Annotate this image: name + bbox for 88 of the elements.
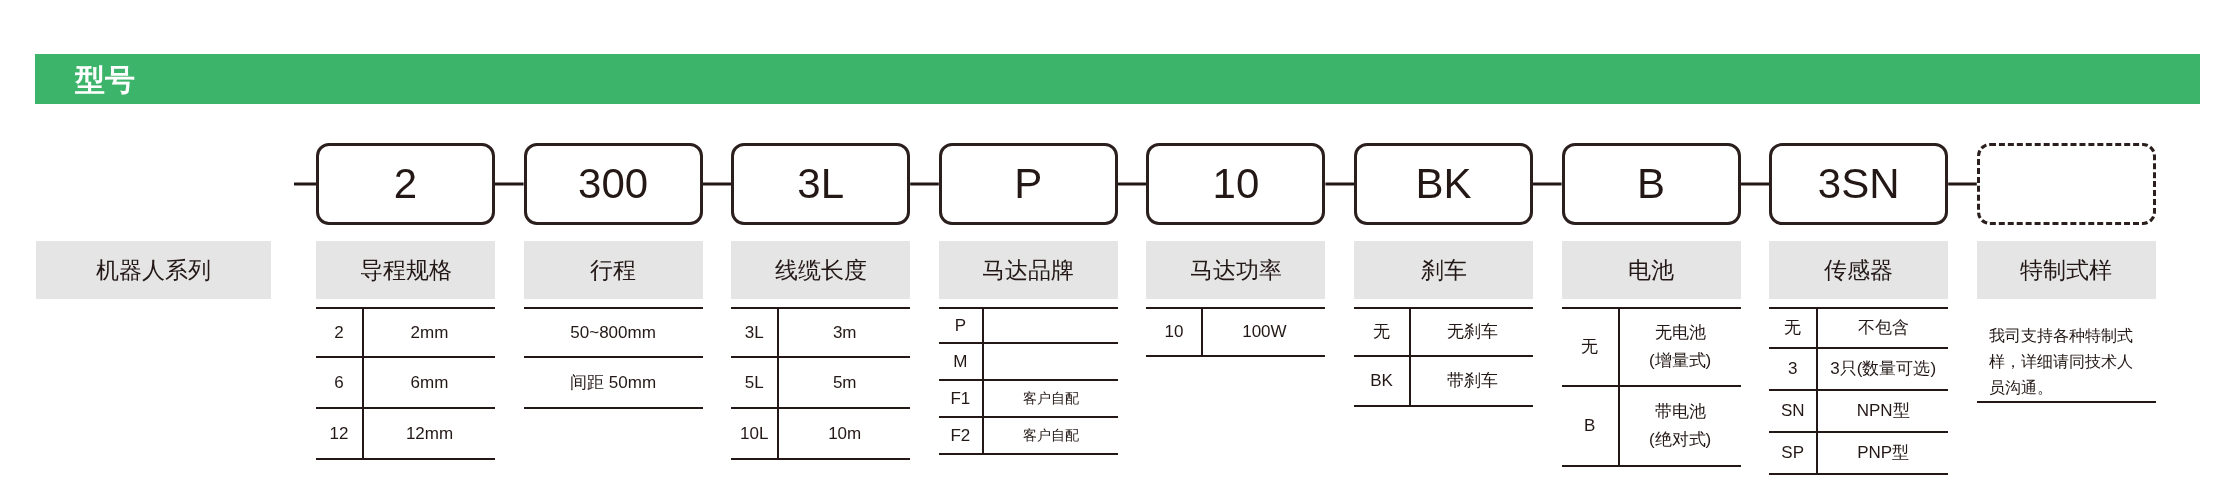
option-row xyxy=(316,307,495,358)
option-value: 50~800mm xyxy=(569,321,657,344)
code-box: 2 xyxy=(316,143,495,225)
option-code: B xyxy=(1583,415,1596,438)
code-box: P xyxy=(938,143,1118,225)
placeholder-box xyxy=(1976,143,2156,225)
connector-line xyxy=(1948,182,1977,186)
option-row xyxy=(938,307,1118,344)
option-value: 2mm xyxy=(410,321,449,344)
option-code: 3 xyxy=(1787,358,1798,381)
option-value: 不包含 xyxy=(1857,317,1909,340)
option-row xyxy=(316,409,495,460)
option-code: SP xyxy=(1781,442,1805,465)
category-header: 线缆长度 xyxy=(731,241,911,299)
option-code: F2 xyxy=(950,424,971,447)
option-code: BK xyxy=(1370,370,1393,393)
option-value: 带刹车 xyxy=(1446,370,1498,393)
option-row xyxy=(1769,391,1949,433)
option-row xyxy=(1146,307,1326,357)
option-row xyxy=(1769,349,1949,391)
category-header: 行程 xyxy=(523,241,703,299)
category-header: 导程规格 xyxy=(316,241,495,299)
option-code: SN xyxy=(1780,400,1805,423)
option-value: 3m xyxy=(832,321,857,344)
option-value: 间距 50mm xyxy=(569,371,658,394)
option-value: 10m xyxy=(828,422,862,445)
connector-line xyxy=(910,182,939,186)
option-row xyxy=(731,409,911,460)
option-code: 2 xyxy=(334,321,344,344)
option-code: 10L xyxy=(740,422,769,445)
connector-line xyxy=(702,182,732,186)
connector-line xyxy=(294,182,316,186)
option-row xyxy=(1769,433,1949,475)
code-box: 3SN xyxy=(1769,143,1949,225)
option-row xyxy=(938,381,1118,418)
connector-line xyxy=(1740,182,1770,186)
category-header: 特制式样 xyxy=(1976,241,2156,299)
option-row xyxy=(731,358,911,409)
option-code: 3L xyxy=(744,321,764,344)
option-code: 无 xyxy=(1784,317,1802,340)
option-row xyxy=(1354,307,1533,357)
option-row xyxy=(938,418,1118,455)
option-code: 10 xyxy=(1164,321,1184,344)
category-header: 马达功率 xyxy=(1146,241,1326,299)
option-code: 无 xyxy=(1581,336,1599,359)
category-header: 机器人系列 xyxy=(36,241,271,299)
option-code: F1 xyxy=(950,387,971,410)
option-code: 6 xyxy=(334,371,344,394)
category-header: 马达品牌 xyxy=(938,241,1118,299)
option-value: 无刹车 xyxy=(1446,321,1498,344)
option-row xyxy=(938,344,1118,381)
connector-line xyxy=(1533,182,1562,186)
option-code: 5L xyxy=(744,371,764,394)
connector-line xyxy=(495,182,524,186)
option-value: 100W xyxy=(1242,321,1287,344)
code-box: 3L xyxy=(731,143,911,225)
code-box: 300 xyxy=(523,143,703,225)
option-row xyxy=(1354,357,1533,407)
category-header: 刹车 xyxy=(1354,241,1533,299)
option-value: NPN型 xyxy=(1856,400,1910,423)
option-code: 无 xyxy=(1373,321,1390,344)
option-value: 客户自配 xyxy=(1022,426,1079,445)
code-box: 10 xyxy=(1146,143,1326,225)
category-header: 电池 xyxy=(1561,241,1741,299)
option-code: M xyxy=(953,350,968,373)
option-row xyxy=(523,307,703,358)
title: 型号 xyxy=(75,60,135,99)
option-value: 带电池(绝对式) xyxy=(1647,401,1713,451)
option-row xyxy=(1561,387,1741,467)
option-value: PNP型 xyxy=(1857,442,1910,465)
option-value: 6mm xyxy=(410,371,449,394)
connector-line xyxy=(1325,182,1354,186)
option-row xyxy=(316,358,495,409)
option-value: 5m xyxy=(832,371,857,394)
option-value: 客户自配 xyxy=(1022,389,1079,408)
option-code: P xyxy=(954,314,966,337)
code-box: B xyxy=(1561,143,1741,225)
option-code: 12 xyxy=(329,422,349,445)
code-box: BK xyxy=(1354,143,1533,225)
option-value: 无电池(增量式) xyxy=(1647,322,1713,372)
category-header: 传感器 xyxy=(1769,241,1949,299)
option-row xyxy=(731,307,911,358)
connector-line xyxy=(1117,182,1147,186)
option-row xyxy=(1561,307,1741,387)
option-value: 12mm xyxy=(405,422,454,445)
note-text: 我司支持各种特制式样，详细请同技术人员沟通。 xyxy=(1988,326,2134,398)
option-value: 3只(数量可选) xyxy=(1830,358,1937,381)
option-row xyxy=(1769,307,1949,349)
